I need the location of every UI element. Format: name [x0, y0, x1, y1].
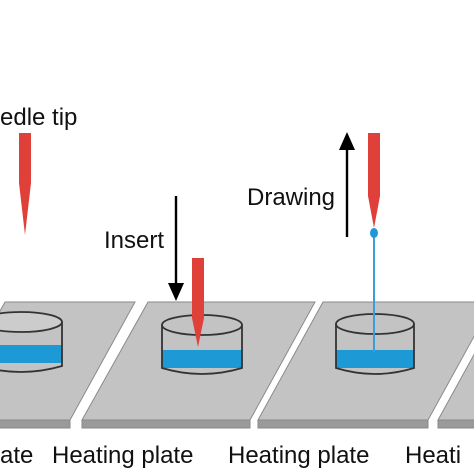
plate-1-label: ate — [0, 442, 34, 469]
insert-label: Insert — [104, 227, 165, 254]
needle-3 — [368, 133, 380, 228]
plate-3-label: Heating plate — [228, 442, 370, 469]
drawn-fiber — [370, 228, 378, 352]
needle-1 — [19, 133, 31, 235]
plate-2-label: Heating plate — [52, 442, 194, 469]
needle-2 — [192, 258, 204, 347]
beaker-1 — [0, 311, 63, 373]
drawing-label: Drawing — [247, 184, 336, 211]
heating-plate-4 — [437, 353, 474, 429]
plate-4-label: Heati — [405, 442, 462, 469]
needle-tip-label: edle tip — [0, 104, 78, 131]
drawing-arrow — [339, 132, 355, 237]
insert-arrow — [168, 196, 184, 301]
